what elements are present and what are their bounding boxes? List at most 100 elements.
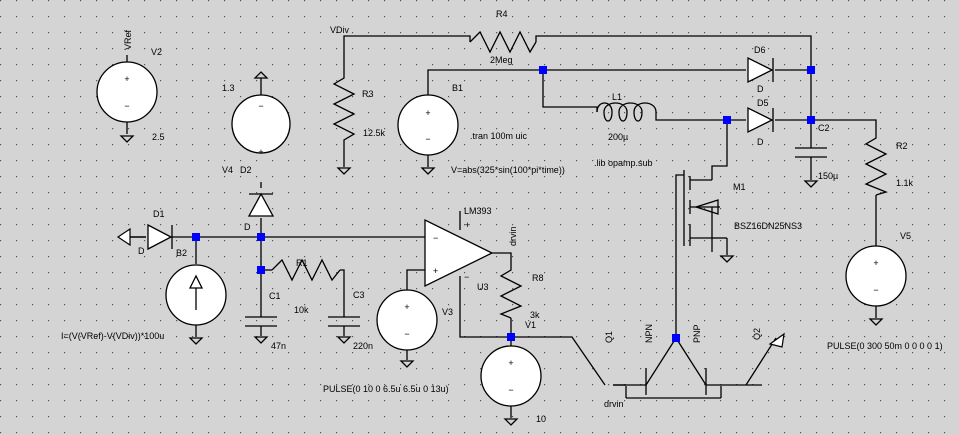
source-b2[interactable] [165, 264, 227, 326]
b1-expr: V=abs(325*sin(100*pi*time)) [451, 165, 565, 175]
r4-value: 2Meg [490, 55, 513, 65]
diode-d2[interactable] [247, 192, 275, 217]
c3-name: C3 [353, 290, 365, 300]
c1-name: C1 [269, 291, 281, 301]
svg-text:−: − [258, 101, 263, 111]
svg-text:−: − [404, 329, 409, 339]
svg-text:+: + [465, 220, 470, 230]
net-port-d1 [116, 227, 131, 247]
source-v5[interactable]: + − [845, 245, 907, 307]
d1-model: D [138, 246, 145, 256]
r3-value: 12.5k [363, 128, 386, 138]
v4-value: 1.3 [222, 83, 235, 93]
svg-text:−: − [433, 233, 438, 243]
v1-name: V1 [525, 320, 536, 330]
capacitor-c1[interactable] [245, 316, 277, 327]
net-label-vref: VRef [123, 29, 133, 50]
svg-text:+: + [425, 108, 430, 118]
net-label-vdiv: VDiv [330, 25, 350, 35]
net-label-drvin-top: drvin [508, 226, 518, 246]
v5-expr: PULSE(0 300 50m 0 0 0 0 1) [827, 341, 943, 351]
b2-expr: I=(V(VRef)-V(VDiv))*100u [61, 331, 164, 341]
svg-text:−: − [464, 272, 469, 282]
c3-value: 220n [353, 341, 373, 351]
source-v4[interactable]: − + [231, 94, 291, 157]
r3-name: R3 [362, 89, 374, 99]
directive-lib: .lib opamp.sub [594, 158, 653, 168]
r8-value: 3k [530, 310, 540, 320]
u3-name: U3 [477, 282, 489, 292]
diode-d1[interactable] [147, 223, 173, 251]
source-v1[interactable]: + − [480, 345, 542, 407]
svg-text:−: − [873, 285, 878, 295]
resistor-r8[interactable] [499, 262, 523, 319]
capacitor-c3[interactable] [328, 316, 360, 327]
resistor-r3[interactable] [332, 67, 356, 146]
svg-text:+: + [404, 302, 409, 312]
r2-name: R2 [896, 141, 908, 151]
source-v2[interactable]: + − [96, 55, 158, 123]
q1-name: Q1 [604, 331, 614, 343]
v3-name: V3 [442, 307, 453, 317]
c1-value: 47n [271, 341, 286, 351]
svg-text:−: − [508, 385, 513, 395]
mosfet-m1[interactable] [683, 170, 720, 246]
v2-name: V2 [151, 47, 162, 57]
r4-name: R4 [496, 9, 508, 19]
v1-value: 10 [536, 414, 546, 424]
svg-text:+: + [873, 258, 878, 268]
d2-name: D2 [240, 165, 252, 175]
wires [126, 35, 877, 418]
resistor-r2[interactable] [864, 130, 888, 196]
v4-name: V4 [222, 165, 233, 175]
d6-model: D [757, 84, 764, 94]
r8-name: R8 [532, 273, 544, 283]
opamp-u3[interactable]: − + + − [424, 218, 494, 288]
svg-text:+: + [433, 266, 438, 276]
l1-value: 200µ [608, 132, 628, 142]
ground-symbols [119, 71, 884, 426]
c2-name: C2 [818, 123, 830, 133]
junction-dots [192, 66, 815, 342]
d5-model: D [757, 137, 764, 147]
q1-type: NPN [644, 324, 654, 343]
q2-type: PNP [692, 324, 702, 343]
diode-d6[interactable] [747, 56, 774, 84]
svg-text:−: − [425, 134, 430, 144]
r1-name: R1 [296, 258, 308, 268]
d5-name: D5 [757, 98, 769, 108]
svg-text:−: − [124, 101, 129, 111]
v5-name: V5 [900, 231, 911, 241]
inductor-l1[interactable] [596, 102, 657, 122]
b2-name: B2 [176, 248, 187, 258]
q2-name: Q2 [752, 328, 762, 340]
source-v3[interactable]: + − [376, 289, 438, 351]
d1-name: D1 [153, 209, 165, 219]
capacitor-c2[interactable] [795, 147, 827, 158]
d6-name: D6 [754, 45, 766, 55]
v3-expr: PULSE(0 10 0 6.5u 6.5u 0 13u) [323, 384, 449, 394]
net-port-arrow [768, 332, 785, 348]
c2-value: 150µ [818, 171, 838, 181]
m1-model: BSZ16DN25NS3 [734, 221, 802, 231]
b1-name: B1 [452, 83, 463, 93]
u3-model: LM393 [464, 206, 492, 216]
svg-text:+: + [508, 358, 513, 368]
directive-tran: .tran 100m uic [470, 131, 528, 141]
diode-d5[interactable] [747, 106, 774, 134]
resistor-r4[interactable] [469, 30, 537, 54]
svg-text:+: + [258, 147, 263, 157]
l1-name: L1 [612, 92, 622, 102]
r2-value: 1.1k [896, 178, 914, 188]
net-label-d: D [244, 222, 251, 232]
transistor-q1[interactable] [613, 368, 647, 395]
source-b1[interactable]: + − [397, 94, 459, 156]
r1-value: 10k [294, 305, 309, 315]
net-label-drvin-bottom: drvin [604, 399, 624, 409]
resistor-r1[interactable] [271, 258, 341, 282]
m1-name: M1 [733, 182, 746, 192]
v2-value: 2.5 [152, 132, 165, 142]
svg-text:+: + [124, 74, 129, 84]
